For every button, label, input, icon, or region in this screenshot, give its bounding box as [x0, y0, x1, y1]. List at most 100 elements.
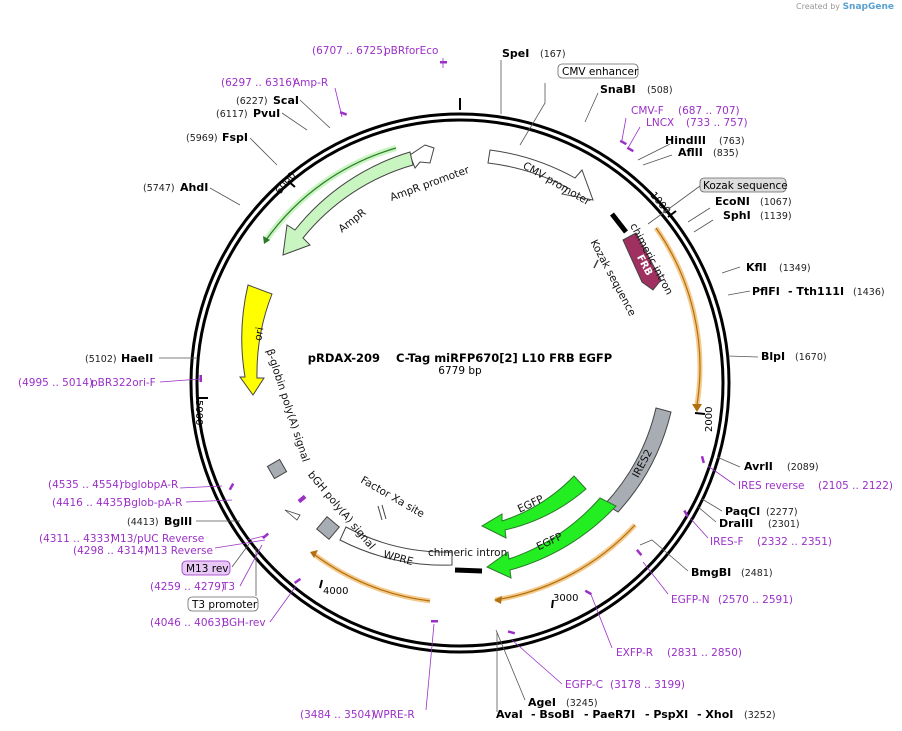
primer-wprer: WPRE-R [373, 709, 415, 721]
primer-cmvf-pos: (687 .. 707) [678, 105, 740, 117]
site-ahdi-pos: (5747) [143, 183, 175, 194]
primer-iresf-pos: (2332 .. 2351) [757, 536, 832, 548]
primer-pbrforeco-pos: (6707 .. 6725) [312, 45, 387, 57]
site-pflfi-pos: (1436) [853, 287, 885, 298]
site-paqci: PaqCI [725, 505, 760, 518]
primer-ampr-pos: (6297 .. 6316) [221, 77, 296, 89]
site-sphi: SphI [723, 209, 751, 222]
tick-3000: 3000 [553, 593, 578, 604]
chimeric-intron-2-label: chimeric intron [428, 547, 507, 559]
factor-xa-label: Factor Xa site [359, 474, 427, 520]
kozak-box [699, 177, 787, 193]
primer-m13rev: M13 Reverse [145, 545, 213, 557]
site-spei-pos: (167) [540, 49, 566, 60]
m13rev-box-label: M13 rev [186, 563, 229, 575]
primer-egfpn-pos: (2570 .. 2591) [718, 594, 793, 606]
egfp-inner-arrow [480, 475, 587, 539]
primer-lncx: LNCX [646, 117, 674, 129]
egfp-outer-arrow [486, 497, 617, 579]
site-pvui: PvuI [253, 107, 280, 120]
primer-exfpr-pos: (2831 .. 2850) [667, 647, 742, 659]
snapgene-brand: Created by SnapGene [796, 2, 894, 12]
site-pspxi: - PspXI [645, 708, 688, 721]
kozak-box-label: Kozak sequence [703, 180, 788, 192]
primer-leaders [159, 58, 736, 711]
primer-bglobpar: Bglob-pA-R [124, 497, 182, 509]
site-pvui-pos: (6117) [216, 109, 248, 120]
snapgene-logo-text: SnapGene [842, 2, 894, 12]
orange-arc-1 [653, 226, 703, 406]
leader-lines [159, 60, 759, 712]
site-bglii-pos: (4413) [127, 517, 159, 528]
backbone-outer-ring [189, 112, 731, 654]
site-aflii-pos: (835) [713, 148, 739, 159]
feature-arrows [239, 144, 672, 579]
site-blpi: BlpI [761, 350, 785, 363]
site-econi: EcoNI [715, 195, 750, 208]
site-tth111i: - Tth111I [788, 285, 844, 298]
ampr-promoter-arrow [409, 144, 435, 169]
plasmid-name: pRDAX-209 C-Tag miRFP670[2] L10 FRB EGFP [308, 351, 612, 365]
tick-5000: 5000 [193, 400, 204, 425]
site-bglii: BglII [164, 515, 192, 528]
ampr-promoter-label: AmpR promoter [388, 164, 471, 204]
t3-promoter-label: T3 promoter [191, 599, 258, 611]
created-by-text: Created by [796, 2, 841, 11]
primer-ires-reverse: IRES reverse [738, 480, 805, 492]
tick-4000: 4000 [323, 586, 348, 597]
ampr-arrow [282, 151, 414, 256]
primer-m13puc: M13/pUC Reverse [111, 533, 204, 545]
site-bmgbi: BmgBI [691, 566, 731, 579]
site-paer7i: - PaeR7I [584, 708, 635, 721]
backbone-inner-ring [195, 118, 725, 648]
chimeric-intron-1-bar [610, 212, 628, 234]
plasmid-size: 6779 bp [438, 365, 482, 377]
primer-rbglobpar-pos: (4535 .. 4554) [48, 479, 123, 491]
chimeric-intron-2-bar [454, 567, 483, 574]
site-xhoi: - XhoI [697, 708, 733, 721]
site-draiii-pos: (2301) [768, 519, 800, 530]
primer-rbglobpar: rbglobpA-R [120, 479, 178, 491]
primer-bghrev: BGH-rev [222, 617, 266, 629]
site-ahdi: AhdI [180, 181, 208, 194]
site-sphi-pos: (1139) [760, 211, 792, 222]
primer-t3: T3 [221, 581, 235, 593]
bglobin-polya-box [266, 458, 288, 480]
site-fspi-pos: (5969) [186, 133, 218, 144]
site-scai: ScaI [273, 94, 299, 107]
site-xhoi-pos: (3252) [744, 710, 776, 721]
primer-t3-pos: (4259 .. 4279) [150, 581, 225, 593]
site-bsobi: - BsoBI [531, 708, 574, 721]
site-agei-pos: (3245) [566, 698, 598, 709]
site-spei: SpeI [502, 47, 529, 60]
primer-ampr: Amp-R [293, 77, 328, 89]
site-pflfi: PflFI [752, 285, 780, 298]
primer-egfpc-pos: (3178 .. 3199) [610, 679, 685, 691]
primer-bghrev-pos: (4046 .. 4063) [150, 617, 225, 629]
m13rev-box [181, 560, 231, 576]
site-agei: AgeI [528, 696, 556, 709]
primer-m13rev-pos: (4298 .. 4314) [73, 545, 148, 557]
site-snabi-pos: (508) [647, 85, 673, 96]
ori-arrow [239, 284, 273, 396]
primer-cmvf: CMV-F [631, 105, 664, 117]
primer-wprer-pos: (3484 .. 3504) [300, 709, 375, 721]
wpre-block [339, 526, 453, 566]
primer-pbr322orif-pos: (4995 .. 5014) [18, 377, 93, 389]
ori-label: ori [252, 326, 266, 342]
primer-labels: (6707 .. 6725) pBRforEco (6297 .. 6316) … [18, 45, 893, 721]
site-avrii-pos: (2089) [787, 462, 819, 473]
site-fspi: FspI [222, 131, 248, 144]
primer-egfpc: EGFP-C [565, 679, 603, 691]
bgh-polya-box [316, 516, 340, 540]
site-haeii-pos: (5102) [85, 354, 117, 365]
site-draiii: DraIII [719, 517, 753, 530]
tick-2000: 2000 [704, 407, 715, 432]
site-avrii: AvrII [744, 460, 773, 473]
primer-lncx-pos: (733 .. 757) [686, 117, 748, 129]
site-blpi-pos: (1670) [795, 352, 827, 363]
cmv-enhancer-label: CMV enhancer [562, 66, 639, 78]
primer-pbr322orif: pBR322ori-F [91, 377, 156, 389]
site-hindiii: HindIII [665, 134, 706, 147]
